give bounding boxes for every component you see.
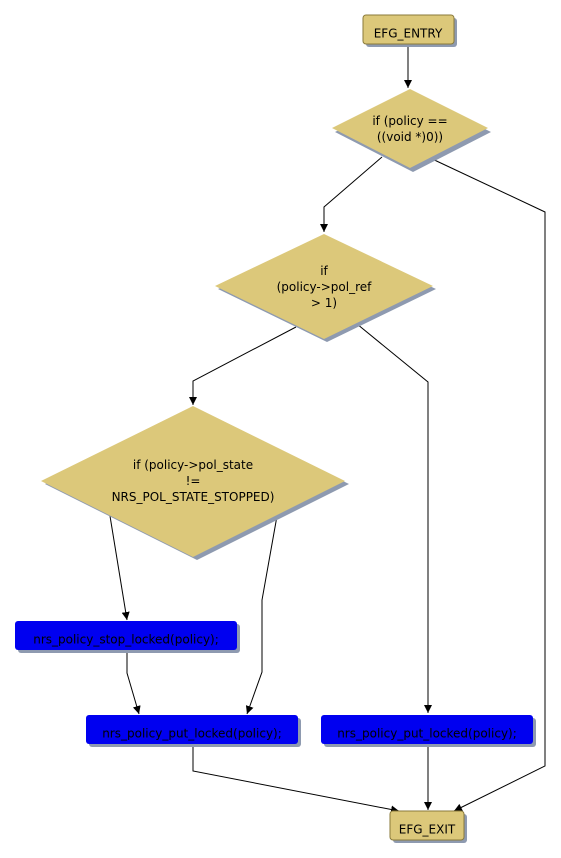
- decision-pol-ref-line-1: if: [320, 264, 328, 278]
- edge-d3-to-stop: [109, 515, 130, 621]
- action-put-locked-left-label: nrs_policy_put_locked(policy);: [102, 727, 282, 741]
- decision-pol-state-line-2: !=: [186, 474, 201, 488]
- action-put-locked-right-label: nrs_policy_put_locked(policy);: [337, 727, 517, 741]
- edge-d2-to-d3: [189, 326, 297, 405]
- action-stop-locked-label: nrs_policy_stop_locked(policy);: [33, 633, 219, 647]
- decision-pol-state-line-1: if (policy->pol_state: [133, 458, 253, 472]
- entry-label: EFG_ENTRY: [374, 27, 443, 41]
- decision-pol-state: if (policy->pol_state != NRS_POL_STATE_S…: [41, 406, 349, 560]
- action-put-locked-left: nrs_policy_put_locked(policy);: [86, 715, 301, 747]
- exit-label: EFG_EXIT: [399, 823, 456, 837]
- edge-d2-to-put-right: [356, 323, 432, 713]
- decision-policy-null-line-1: if (policy ==: [372, 114, 447, 128]
- exit-node: EFG_EXIT: [389, 810, 467, 843]
- edges: [109, 45, 546, 814]
- entry-node: EFG_ENTRY: [362, 14, 457, 47]
- decision-policy-null-line-2: ((void *)0)): [377, 130, 443, 144]
- edge-d3-to-put-left: [245, 515, 278, 715]
- decision-pol-ref: if (policy->pol_ref > 1): [215, 234, 436, 342]
- edge-d1-to-d2: [320, 156, 383, 232]
- edge-stop-to-put-left: [126, 651, 141, 715]
- decision-pol-ref-line-3: > 1): [311, 296, 337, 310]
- action-stop-locked: nrs_policy_stop_locked(policy);: [15, 621, 240, 653]
- action-put-locked-right: nrs_policy_put_locked(policy);: [321, 715, 536, 747]
- edge-d1-to-exit: [427, 156, 546, 812]
- edge-put-left-to-exit: [192, 746, 400, 814]
- decision-pol-state-line-3: NRS_POL_STATE_STOPPED): [112, 490, 275, 504]
- decision-pol-ref-line-2: (policy->pol_ref: [277, 280, 373, 294]
- decision-policy-null: if (policy == ((void *)0)): [332, 89, 491, 172]
